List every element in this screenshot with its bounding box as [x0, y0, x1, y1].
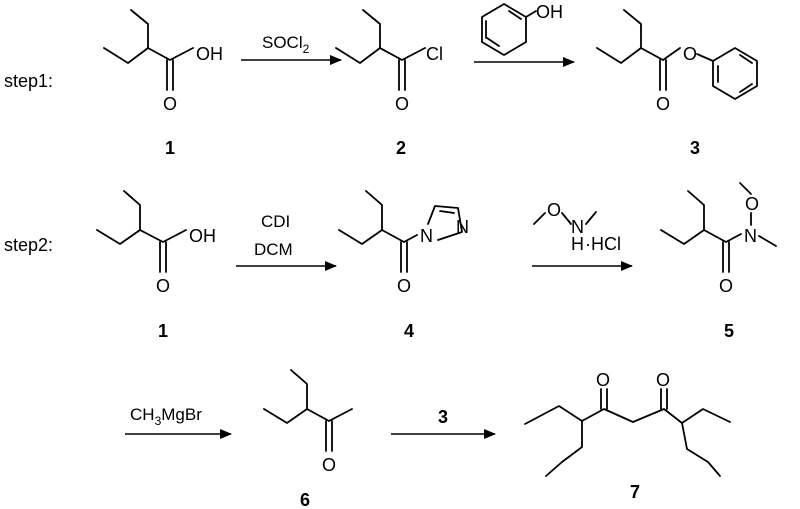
atom-o: O [547, 200, 561, 220]
compound-label-1-step2: 1 [158, 321, 168, 341]
atom-o: O [656, 94, 670, 114]
compound-label-5: 5 [724, 321, 734, 341]
svg-text:SOCl2: SOCl2 [262, 33, 310, 56]
atom-oh: OH [536, 2, 563, 22]
atom-h: H [571, 234, 584, 254]
compound-7-structure: O O [524, 370, 731, 477]
atom-o: O [683, 44, 697, 64]
atom-oh: OH [189, 226, 216, 246]
phenol-reagent: OH [481, 2, 563, 56]
atom-o: O [596, 370, 610, 390]
compound-label-2: 2 [396, 138, 406, 158]
compound-1-structure: OH O [103, 9, 223, 114]
compound-5-structure: O N O [660, 182, 777, 296]
reagent-ch: CH [130, 405, 155, 424]
atom-o: O [163, 94, 177, 114]
reagent-compound-3: 3 [438, 407, 448, 427]
reaction-arrow-grignard: CH3MgBr [125, 405, 232, 439]
svg-text:CH3MgBr: CH3MgBr [130, 405, 202, 428]
compound-label-6: 6 [300, 490, 310, 509]
svg-text:H·HCl: H·HCl [571, 234, 621, 254]
atom-o: O [156, 276, 170, 296]
compound-6-structure: O [263, 369, 353, 475]
compound-2-structure: Cl O [335, 9, 443, 114]
atom-n: N [744, 226, 757, 246]
reaction-arrow-cdi: CDI DCM [236, 212, 337, 271]
atom-oh: OH [196, 44, 223, 64]
atom-cl: Cl [426, 44, 443, 64]
weinreb-amine-reagent: O N H·HCl [533, 200, 621, 254]
reagent-socl-subscript: 2 [303, 42, 310, 56]
reagent-ch3-subscript: 3 [155, 414, 162, 428]
atom-n: N [420, 226, 433, 246]
reagent-cdi: CDI [261, 212, 290, 231]
reagent-mgbr: MgBr [161, 405, 202, 424]
reagent-socl: SOCl [262, 33, 303, 52]
compound-label-1: 1 [165, 138, 175, 158]
atom-o: O [719, 276, 733, 296]
atom-o: O [656, 370, 670, 390]
atom-o: O [322, 455, 336, 475]
compound-1-structure-step2: OH O [96, 190, 216, 296]
atom-n: N [456, 217, 469, 237]
compound-4-structure: O N N [338, 190, 469, 296]
compound-label-7: 7 [630, 482, 640, 502]
step1-label: step1: [4, 71, 53, 91]
atom-o: O [395, 94, 409, 114]
compound-label-4: 4 [404, 321, 414, 341]
atom-o: O [745, 194, 759, 214]
reagent-dcm: DCM [254, 240, 293, 259]
atom-o: O [397, 276, 411, 296]
reaction-arrow-socl2: SOCl2 [241, 33, 342, 65]
reaction-arrow-ester: 3 [391, 407, 496, 439]
compound-3-structure: O O [596, 9, 758, 114]
step2-label: step2: [4, 235, 53, 255]
atom-n: N [571, 217, 584, 237]
reagent-hcl: HCl [591, 234, 621, 254]
compound-label-3: 3 [690, 138, 700, 158]
